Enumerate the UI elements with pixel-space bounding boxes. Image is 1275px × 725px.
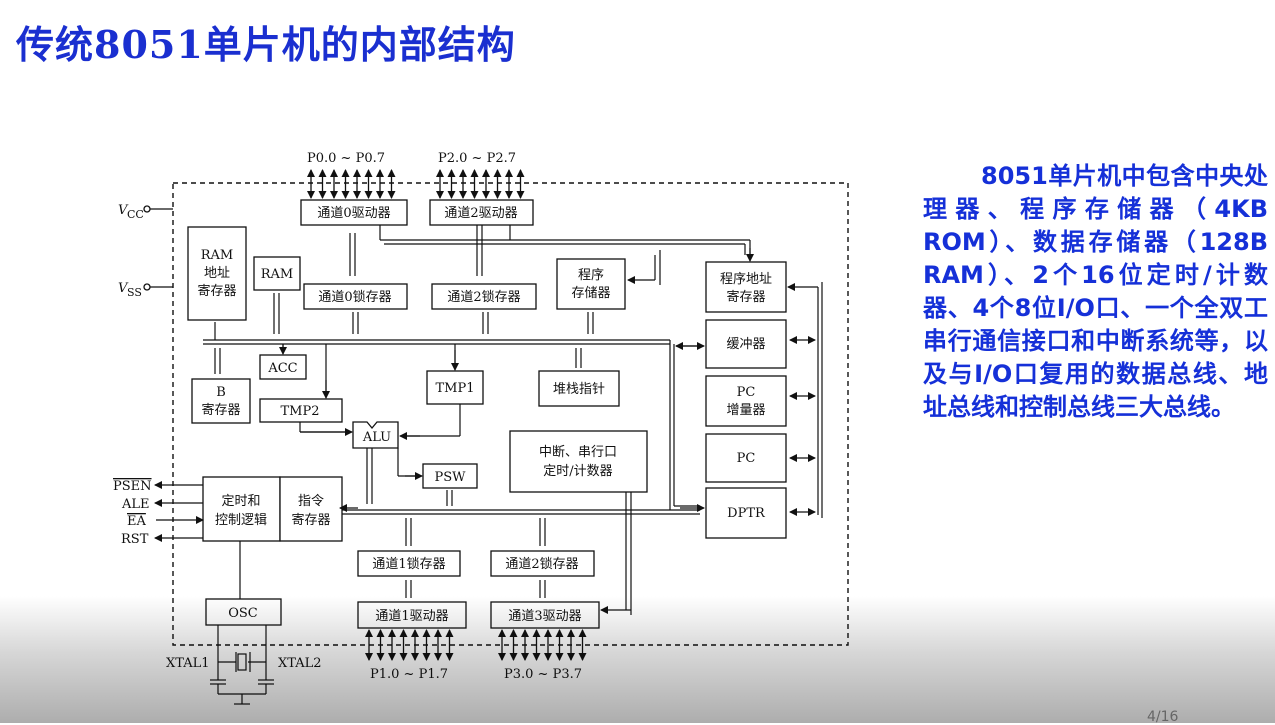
ram-block bbox=[253, 256, 301, 291]
timing-label-1: 定时和 bbox=[221, 494, 260, 509]
ram-addr-label-3: 寄存器 bbox=[197, 283, 236, 299]
b-register-block bbox=[191, 378, 251, 424]
prog-mem-label-2: 存储器 bbox=[571, 286, 610, 301]
ir-label-1: 指令 bbox=[298, 494, 324, 509]
ram-addr-label-1: RAM bbox=[201, 248, 234, 263]
p1-latch-block bbox=[357, 550, 461, 577]
psen-signal-label: PSEN bbox=[113, 479, 152, 494]
tmp2-block bbox=[259, 398, 343, 423]
pc-label: PC bbox=[737, 451, 756, 466]
svg-text:V: V bbox=[118, 281, 129, 296]
buffer-block bbox=[705, 319, 787, 369]
p0-driver-label: 通道0驱动器 bbox=[317, 206, 390, 221]
tmp2-label: TMP2 bbox=[281, 404, 320, 419]
xtal2-label: XTAL2 bbox=[278, 656, 322, 671]
tmp1-block bbox=[426, 370, 484, 405]
pc-incrementer-block bbox=[705, 375, 787, 427]
p3-driver-label: 通道3驱动器 bbox=[508, 609, 581, 624]
p1-driver-block bbox=[357, 601, 467, 629]
p0-driver-block bbox=[300, 199, 408, 226]
p2b-latch-block bbox=[490, 550, 595, 577]
prog-mem-label-1: 程序 bbox=[578, 268, 604, 283]
page-number: 4/16 bbox=[1147, 709, 1179, 725]
timing-label-2: 控制逻辑 bbox=[215, 513, 267, 528]
p1-port-label: P1.0 ~ P1.7 bbox=[370, 667, 448, 682]
p2b-latch-label: 通道2锁存器 bbox=[505, 556, 578, 572]
interrupt-serial-timer-block bbox=[509, 430, 648, 493]
svg-text:V: V bbox=[118, 203, 129, 218]
p2-latch-label: 通道2锁存器 bbox=[447, 289, 520, 305]
p1-driver-label: 通道1驱动器 bbox=[375, 609, 448, 624]
acc-block bbox=[259, 354, 307, 380]
program-address-register-block bbox=[705, 261, 787, 313]
buffer-label: 缓冲器 bbox=[726, 337, 765, 352]
pc-inc-label-2: 增量器 bbox=[726, 403, 765, 418]
psw-label: PSW bbox=[434, 470, 466, 485]
osc-label: OSC bbox=[228, 606, 258, 621]
dptr-block bbox=[705, 487, 787, 539]
p1-latch-label: 通道1锁存器 bbox=[372, 556, 445, 572]
p0-latch-block bbox=[303, 283, 408, 310]
alu-label: ALU bbox=[362, 430, 391, 445]
int-label-1: 中断、串行口 bbox=[539, 445, 617, 460]
pc-addr-label-1: 程序地址 bbox=[720, 272, 772, 287]
pc-block bbox=[705, 433, 787, 483]
p3-port-label: P3.0 ~ P3.7 bbox=[504, 667, 582, 682]
pc-inc-label-1: PC bbox=[737, 385, 756, 400]
pc-addr-label-2: 寄存器 bbox=[726, 289, 765, 305]
osc-block bbox=[205, 598, 282, 626]
svg-text:SS: SS bbox=[127, 286, 142, 299]
description-text: 8051单片机中包含中央处理器、程序存储器（4KB ROM）、数据存储器（128… bbox=[923, 162, 1268, 421]
b-label-2: 寄存器 bbox=[201, 402, 240, 418]
p2-driver-block bbox=[429, 199, 534, 226]
program-memory-block bbox=[556, 258, 626, 310]
acc-label: ACC bbox=[267, 361, 297, 376]
page-title: 传统8051单片机的内部结构 bbox=[16, 22, 516, 67]
p3-driver-block bbox=[490, 601, 600, 629]
p0-latch-label: 通道0锁存器 bbox=[318, 289, 391, 305]
tmp1-label: TMP1 bbox=[436, 381, 475, 396]
ir-label-2: 寄存器 bbox=[291, 512, 330, 528]
stack-pointer-label: 堆栈指针 bbox=[553, 382, 605, 397]
rst-signal-label: RST bbox=[121, 532, 149, 547]
ram-address-register-block bbox=[187, 226, 247, 321]
ram-addr-label-2: 地址 bbox=[204, 266, 230, 281]
int-label-2: 定时/计数器 bbox=[543, 464, 612, 479]
p0-port-label: P0.0 ~ P0.7 bbox=[307, 151, 385, 166]
vss-pin: V SS bbox=[118, 281, 173, 299]
ram-label: RAM bbox=[261, 267, 294, 282]
xtal1-label: XTAL1 bbox=[166, 656, 210, 671]
ale-signal-label: ALE bbox=[121, 497, 150, 512]
instruction-register-block bbox=[279, 476, 343, 542]
b-label-1: B bbox=[216, 385, 226, 400]
alu-block bbox=[352, 421, 399, 449]
p2-latch-block bbox=[431, 283, 537, 310]
p2-port-label: P2.0 ~ P2.7 bbox=[438, 151, 516, 166]
port-pins bbox=[307, 169, 587, 661]
p2-driver-label: 通道2驱动器 bbox=[444, 206, 517, 221]
register-bus-arrows bbox=[789, 336, 816, 516]
dptr-label: DPTR bbox=[727, 506, 766, 521]
ea-signal-label: EA bbox=[127, 514, 146, 529]
stack-pointer-block bbox=[538, 370, 620, 407]
vcc-pin: V CC bbox=[118, 203, 173, 221]
psw-block bbox=[422, 463, 478, 489]
timing-control-block bbox=[202, 476, 281, 542]
svg-text:CC: CC bbox=[127, 208, 144, 221]
